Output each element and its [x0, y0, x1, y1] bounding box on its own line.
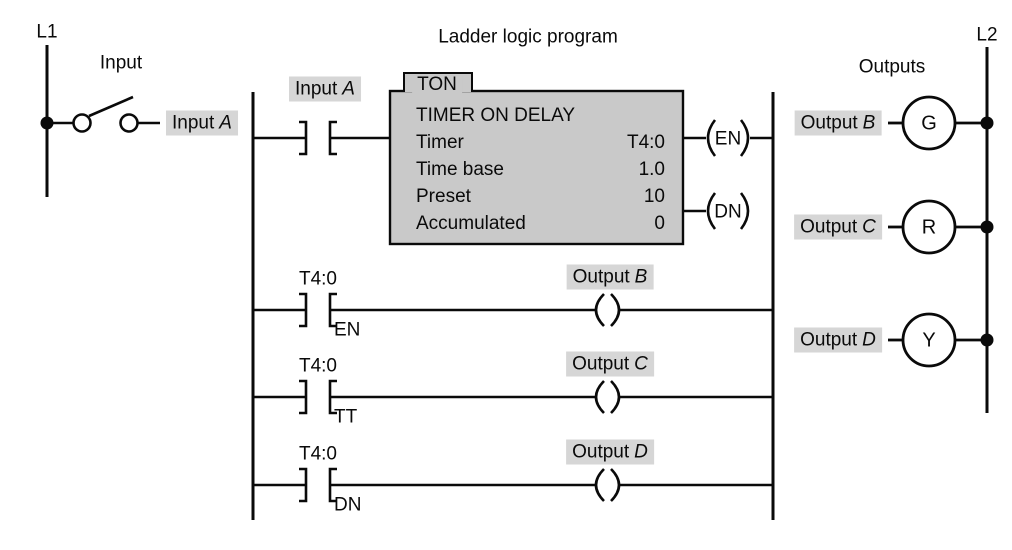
junction-dot	[40, 116, 54, 130]
timer-parameter-row: Accumulated 0	[416, 210, 665, 237]
switch-terminal-right	[119, 113, 139, 133]
l2-rail-label: L2	[976, 24, 998, 46]
lamp-b-tag-letter: B	[862, 112, 876, 134]
diagram-title: Ladder logic program	[438, 26, 618, 48]
parameter-label: Accumulated	[416, 212, 526, 234]
lamp-d-letter: Y	[922, 329, 936, 352]
lamp-c-tag-text: Output	[800, 216, 858, 238]
input-switch-symbol	[53, 95, 160, 133]
input-section-heading: Input	[99, 52, 143, 74]
lamp-output-b	[888, 95, 994, 151]
parameter-value: 0	[654, 212, 665, 234]
dn-paren-right	[739, 192, 750, 230]
lamp-output-d	[888, 312, 994, 368]
timer-en-bit-label: EN	[714, 128, 742, 150]
parameter-label: Time base	[416, 158, 504, 180]
lamp-c-tag-letter: C	[862, 216, 876, 238]
no-contact-icon	[299, 379, 308, 415]
lamp-output-c	[888, 199, 994, 255]
switch-terminal-left	[72, 113, 92, 133]
coil-icon	[610, 380, 621, 414]
timer-parameter-row: Time base 1.0	[416, 156, 665, 183]
timer-dn-output	[683, 192, 750, 230]
coil-icon	[594, 468, 605, 502]
outputs-section-heading: Outputs	[858, 56, 926, 78]
junction-dot	[980, 333, 994, 347]
rung2-coil-tag-text: Output	[572, 266, 630, 288]
junction-dot	[980, 220, 994, 234]
lamp-d-tag-letter: D	[862, 329, 876, 351]
coil-icon	[594, 380, 605, 414]
rung-3	[253, 379, 773, 415]
l1-rail-group	[40, 45, 54, 197]
parameter-value: 1.0	[638, 158, 665, 180]
en-paren-right	[739, 119, 750, 157]
rung-4	[253, 467, 773, 503]
lamp-d-tag-text: Output	[800, 329, 858, 351]
no-contact-icon	[299, 292, 308, 328]
rung3-contact-qualifier: TT	[334, 406, 358, 428]
rung-1	[253, 120, 390, 156]
l1-rail-label: L1	[36, 21, 58, 43]
lamp-b-letter: G	[921, 112, 937, 135]
no-contact-icon	[299, 467, 308, 503]
rung-2	[253, 292, 773, 328]
no-contact-icon	[299, 120, 308, 156]
rung3-coil-tag-text: Output	[572, 353, 630, 375]
switch-tag-text: Input	[172, 112, 215, 134]
parameter-label: Preset	[416, 185, 471, 207]
timer-en-output	[683, 119, 773, 157]
rung2-contact-tag: T4:0	[298, 268, 338, 290]
coil-icon	[610, 468, 621, 502]
rung3-contact-tag: T4:0	[298, 355, 338, 377]
rung1-contact-tag-letter: A	[342, 78, 355, 100]
rung4-coil-tag-text: Output	[572, 441, 630, 463]
rung3-coil-tag-letter: C	[634, 353, 648, 375]
rung2-contact-qualifier: EN	[334, 319, 361, 341]
switch-lever	[88, 95, 134, 118]
timer-parameter-row: Preset 10	[416, 183, 665, 210]
rung2-coil-tag-letter: B	[634, 266, 648, 288]
rung4-contact-tag: T4:0	[298, 443, 338, 465]
switch-tag-letter: A	[219, 112, 232, 134]
parameter-label: Timer	[416, 131, 464, 153]
timer-parameter-row: Timer T4:0	[416, 129, 665, 156]
en-paren-left	[706, 119, 717, 157]
lamp-c-letter: R	[921, 216, 937, 239]
timer-instruction-label: TON	[412, 75, 462, 94]
timer-block-box	[388, 89, 685, 246]
junction-dot	[980, 116, 994, 130]
parameter-value: T4:0	[626, 131, 665, 153]
dn-paren-left	[706, 192, 717, 230]
rung4-coil-tag-letter: D	[634, 441, 648, 463]
coil-icon	[610, 293, 621, 327]
coil-icon	[594, 293, 605, 327]
rung1-contact-tag-text: Input	[295, 78, 338, 100]
parameter-value: 10	[643, 185, 665, 207]
timer-dn-bit-label: DN	[714, 201, 742, 223]
timer-block-name: TIMER ON DELAY	[416, 104, 576, 126]
lamp-b-tag-text: Output	[800, 112, 858, 134]
rung4-contact-qualifier: DN	[334, 494, 362, 516]
timer-block-text: TIMER ON DELAY Timer T4:0 Time base 1.0 Pr…	[416, 102, 665, 237]
